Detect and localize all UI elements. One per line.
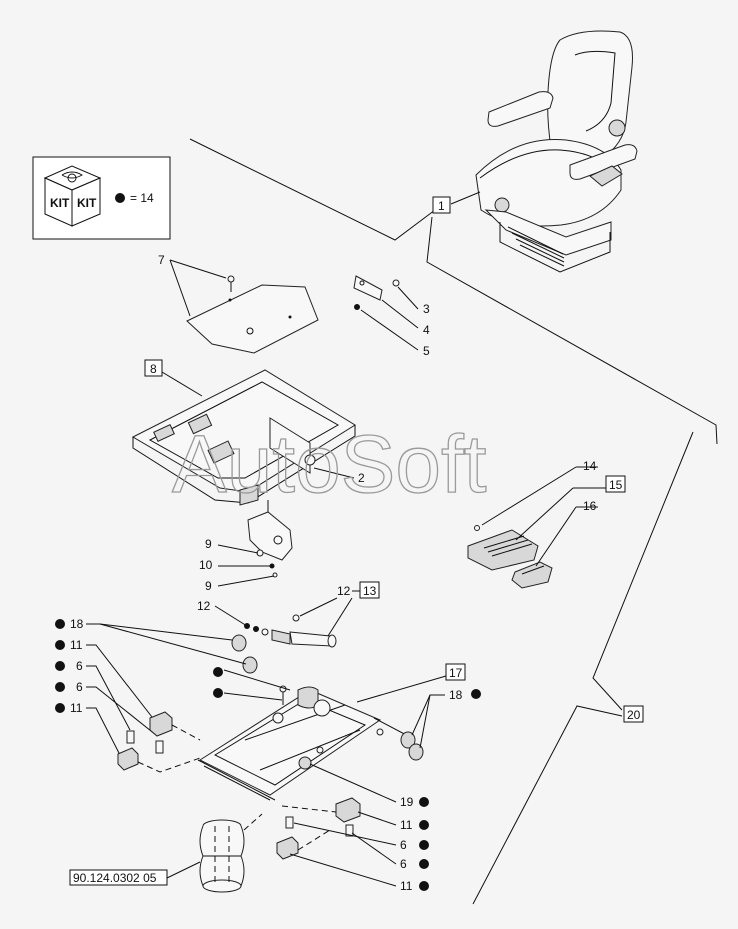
svg-text:9: 9 xyxy=(205,579,212,593)
svg-text:20: 20 xyxy=(627,708,641,722)
callout-18-right: 18 xyxy=(411,688,481,749)
callout-2: 2 xyxy=(313,467,365,485)
kit-box-icon xyxy=(43,165,102,227)
svg-text:4: 4 xyxy=(423,323,430,337)
svg-text:11: 11 xyxy=(70,638,83,652)
svg-text:11: 11 xyxy=(400,818,413,832)
seat-assembly xyxy=(475,30,638,273)
svg-text:13: 13 xyxy=(363,584,377,598)
bushings-18 xyxy=(231,634,424,761)
kit-label-left: KIT xyxy=(50,196,70,210)
svg-text:18: 18 xyxy=(449,688,463,702)
svg-text:3: 3 xyxy=(423,302,430,316)
svg-text:16: 16 xyxy=(583,499,597,513)
left-blocks xyxy=(117,711,201,773)
svg-text:12: 12 xyxy=(337,584,351,598)
air-spring xyxy=(199,819,245,893)
scissor-mechanism xyxy=(197,685,413,801)
svg-text:11: 11 xyxy=(400,879,413,893)
callout-20: 20 xyxy=(472,431,694,905)
armrest-parts xyxy=(467,525,553,589)
right-blocks xyxy=(243,797,361,860)
kit-equals-text: = 14 xyxy=(130,191,154,205)
svg-text:5: 5 xyxy=(423,344,430,358)
callouts-right-bottom: 19 11 6 6 11 xyxy=(289,763,429,893)
svg-text:8: 8 xyxy=(150,362,157,376)
svg-text:15: 15 xyxy=(609,478,623,492)
seat-plate xyxy=(186,275,319,354)
callout-1: 1 xyxy=(189,138,718,445)
callout-17: 17 xyxy=(356,663,466,703)
svg-text:17: 17 xyxy=(449,666,463,680)
slide-frame xyxy=(131,369,356,506)
svg-text:19: 19 xyxy=(400,795,414,809)
svg-text:7: 7 xyxy=(158,253,165,267)
svg-text:10: 10 xyxy=(199,558,213,572)
svg-text:6: 6 xyxy=(400,857,407,871)
svg-text:6: 6 xyxy=(76,659,83,673)
callout-7: 7 xyxy=(158,253,227,317)
bullet-b xyxy=(213,688,223,698)
kit-label-right: KIT xyxy=(77,196,97,210)
callout-9-10: 9 10 9 xyxy=(199,537,275,593)
hinge-bracket xyxy=(247,500,293,578)
svg-text:9: 9 xyxy=(205,537,212,551)
watermark: AutoSoft xyxy=(172,419,487,510)
svg-text:12: 12 xyxy=(197,599,211,613)
svg-text:6: 6 xyxy=(76,680,83,694)
callout-12-13: 12 13 12 xyxy=(197,581,380,637)
callouts-left: 18 11 6 6 11 xyxy=(55,617,247,756)
kit-bullet xyxy=(115,193,125,203)
kit-legend: KIT KIT = 14 xyxy=(32,156,171,240)
svg-text:1: 1 xyxy=(438,199,445,213)
reference-label: 90.124.0302 05 xyxy=(69,861,201,886)
svg-text:6: 6 xyxy=(400,838,407,852)
callout-8: 8 xyxy=(144,359,203,397)
shock-absorber xyxy=(244,614,337,648)
bracket-3-4-5: 3 4 5 xyxy=(353,275,430,358)
bullet-a xyxy=(213,667,223,677)
svg-text:2: 2 xyxy=(358,471,365,485)
svg-text:90.124.0302 05: 90.124.0302 05 xyxy=(73,871,157,885)
svg-text:11: 11 xyxy=(70,701,83,715)
svg-text:18: 18 xyxy=(70,617,84,631)
callout-14-15-16: 14 15 16 xyxy=(481,459,626,567)
svg-text:14: 14 xyxy=(583,459,597,473)
